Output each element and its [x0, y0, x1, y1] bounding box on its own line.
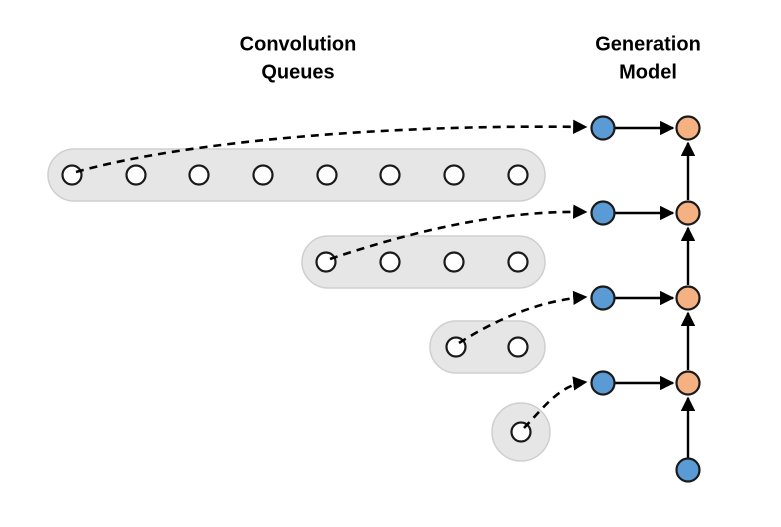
queue-row-1-slot-7[interactable]: [443, 164, 465, 186]
generation-row-4[interactable]: [590, 370, 701, 396]
queue-row-1-slot-3[interactable]: [188, 164, 210, 186]
left-column-heading: Convolution Queues: [240, 33, 357, 83]
queue-row-1-slot-6[interactable]: [379, 164, 401, 186]
dashed-arrow-queue-3-to-model: [458, 290, 588, 345]
queue-row-1-slot-2[interactable]: [125, 164, 147, 186]
generation-row-3[interactable]: [590, 285, 701, 311]
generation-row-2[interactable]: [590, 200, 701, 226]
generation-model-title-line2: Model: [619, 61, 677, 83]
generation-row-3-orange-node[interactable]: [675, 285, 701, 311]
queue-row-2-slot-3[interactable]: [443, 251, 465, 273]
generation-row-4-orange-node[interactable]: [675, 370, 701, 396]
generation-row-2-blue-node[interactable]: [590, 200, 616, 226]
queue-row-1-slot-4[interactable]: [252, 164, 274, 186]
dashed-arrow-queue-4-to-model: [523, 376, 588, 429]
queue-row-3-container[interactable]: [429, 320, 546, 374]
generation-row-4-blue-node[interactable]: [590, 370, 616, 396]
queue-row-1[interactable]: [47, 148, 546, 202]
generation-row-1-blue-node[interactable]: [590, 115, 616, 141]
generation-model-title-line1: Generation: [595, 33, 701, 55]
queue-row-2-slot-4[interactable]: [507, 251, 529, 273]
queue-row-1-slot-1[interactable]: [61, 164, 83, 186]
queue-row-3[interactable]: [429, 320, 546, 374]
queue-row-2-slot-2[interactable]: [379, 251, 401, 273]
convolution-queues-title-line1: Convolution: [240, 33, 357, 55]
queue-row-1-slot-8[interactable]: [507, 164, 529, 186]
queue-row-3-slot-2[interactable]: [507, 336, 529, 358]
queue-row-4[interactable]: [491, 402, 551, 462]
queue-row-1-container[interactable]: [47, 148, 546, 202]
dashed-arrow-queue-2-to-model: [329, 204, 588, 261]
generation-row-3-blue-node[interactable]: [590, 285, 616, 311]
queue-row-2-slot-1[interactable]: [315, 251, 337, 273]
queue-row-1-slot-5[interactable]: [316, 164, 338, 186]
queue-row-2[interactable]: [301, 235, 546, 289]
convolution-queues-title-line2: Queues: [261, 61, 334, 83]
generation-row-2-orange-node[interactable]: [675, 200, 701, 226]
generation-row-1-orange-node[interactable]: [675, 115, 701, 141]
generation-input-node[interactable]: [675, 457, 701, 483]
right-column-heading: Generation Model: [595, 33, 701, 83]
dashed-arrow-queue-1-to-model: [75, 119, 588, 174]
generation-row-1[interactable]: [590, 115, 701, 141]
